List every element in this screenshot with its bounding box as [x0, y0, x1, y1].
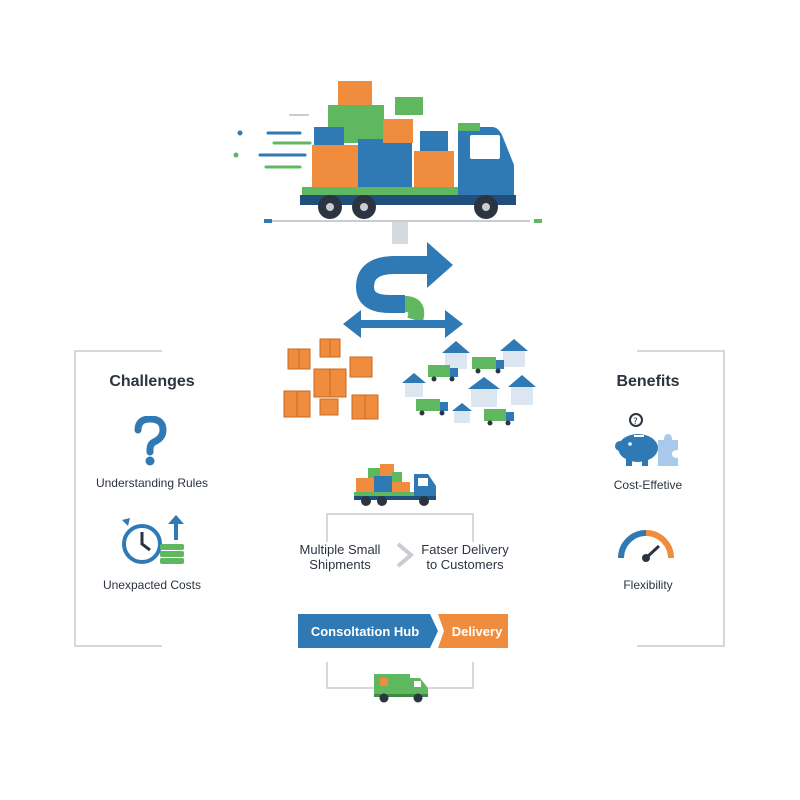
benefits-panel-frame [637, 350, 725, 647]
consolidation-hub-label: Consoltation Hub [310, 623, 420, 639]
flow-bracket [326, 513, 474, 689]
benefits-title: Benefits [616, 373, 680, 390]
delivery-label: Delivery [451, 623, 503, 639]
challenge-item-label: Unexpacted Costs [102, 578, 202, 592]
main-truck-illustration [233, 81, 542, 223]
benefit-item-label: Flexibility [623, 578, 673, 592]
challenges-title: Challenges [109, 373, 195, 390]
speed-lines-icon [233, 114, 312, 169]
houses-and-vans-icon [402, 339, 536, 426]
connector-bar [392, 222, 408, 244]
delivery-van-icon [374, 674, 428, 703]
process-chevron-bar [298, 614, 508, 648]
challenge-item-label: Understanding Rules [95, 476, 209, 490]
question-mark-icon [134, 416, 167, 466]
piggy-bank-puzzle-icon: ? [615, 413, 678, 466]
chevron-right-icon [396, 542, 415, 568]
clock-coins-icon [122, 515, 184, 564]
flow-arrows-icon [343, 242, 463, 338]
small-truck-icon [354, 464, 436, 506]
scattered-boxes-icon [283, 338, 379, 420]
flow-left-text: Multiple Small Shipments [299, 542, 381, 572]
challenges-panel-frame [74, 350, 162, 647]
flow-right-text: Fatser Delivery to Customers [421, 542, 509, 572]
svg-text:?: ? [633, 417, 638, 427]
benefit-item-label: Cost-Effetive [613, 478, 683, 492]
gauge-icon [618, 530, 674, 562]
